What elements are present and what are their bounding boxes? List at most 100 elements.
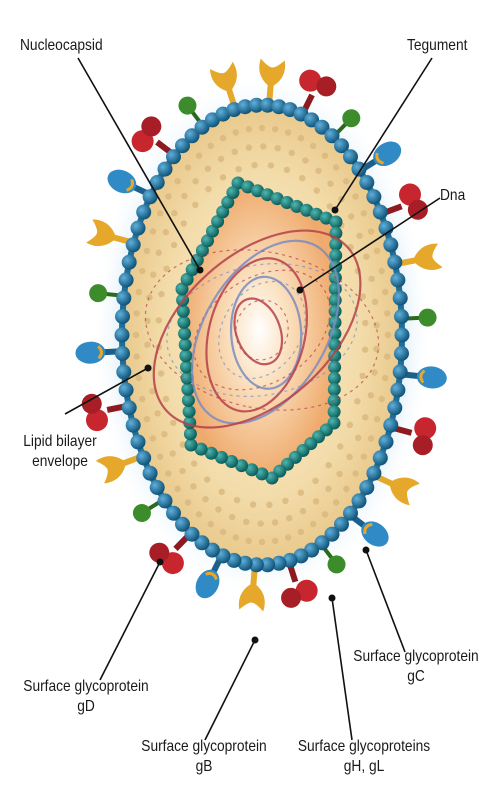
tegument-particle <box>346 454 352 460</box>
capsid-bead <box>179 349 192 362</box>
envelope-bead <box>126 237 141 252</box>
envelope-bead <box>366 189 381 204</box>
leader-dot-gb <box>252 637 259 644</box>
tegument-particle <box>156 317 162 323</box>
tegument-particle <box>161 431 167 437</box>
tegument-particle <box>233 129 239 135</box>
tegument-particle <box>272 519 278 525</box>
tegument-particle <box>136 375 142 381</box>
tegument-particle <box>268 162 274 168</box>
tegument-particle <box>196 511 202 517</box>
tegument-particle <box>218 156 224 162</box>
envelope-bead <box>359 175 374 190</box>
tegument-particle <box>139 396 145 402</box>
label-dna: Dna <box>440 186 465 206</box>
tegument-particle <box>337 443 343 449</box>
tegument-particle <box>220 135 226 141</box>
tegument-particle <box>362 320 368 326</box>
tegument-particle <box>289 150 295 156</box>
tegument-particle <box>150 228 156 234</box>
capsid-bead <box>330 216 343 229</box>
tegument-particle <box>382 375 388 381</box>
envelope-bead <box>116 364 131 379</box>
envelope-bead <box>352 493 367 508</box>
tegument-particle <box>181 193 187 199</box>
tegument-particle <box>372 299 378 305</box>
tegument-particle <box>233 534 239 540</box>
envelope-bead <box>366 466 381 481</box>
tegument-particle <box>144 248 150 254</box>
tegument-particle <box>175 486 181 492</box>
label-nucleocapsid: Nucleocapsid <box>20 36 103 56</box>
tegument-particle <box>302 157 308 163</box>
envelope-bead <box>115 346 130 361</box>
envelope-bead <box>387 255 402 270</box>
envelope-bead <box>393 291 408 306</box>
envelope-bead <box>387 400 402 415</box>
envelope-bead <box>131 434 146 449</box>
capsid-bead <box>328 372 341 385</box>
envelope-bead <box>390 273 405 288</box>
tegument-particle <box>362 346 368 352</box>
envelope-bead <box>394 309 409 324</box>
leader-dot-nucleocapsid <box>197 267 204 274</box>
tegument-particle <box>313 498 319 504</box>
envelope-bead <box>383 237 398 252</box>
tegument-particle <box>163 229 169 235</box>
tegument-particle <box>170 420 176 426</box>
label-glycoprotein-gc: Surface glycoprotein gC <box>342 647 490 687</box>
tegument-particle <box>355 435 361 441</box>
tegument-particle <box>275 145 281 151</box>
tegument-particle <box>258 520 264 526</box>
tegument-particle <box>322 153 328 159</box>
tegument-particle <box>371 369 377 375</box>
tegument-particle <box>368 276 374 282</box>
capsid-bead <box>179 338 192 351</box>
tegument-particle <box>368 392 374 398</box>
tegument-particle <box>343 486 349 492</box>
tegument-particle <box>361 454 367 460</box>
envelope-bead <box>379 434 394 449</box>
tegument-particle <box>165 470 171 476</box>
tegument-particle <box>181 220 187 226</box>
envelope-bead <box>343 149 358 164</box>
label-lipid-bilayer-envelope: Lipid bilayer envelope <box>17 432 103 472</box>
envelope-bead <box>383 418 398 433</box>
capsid-bead <box>183 405 196 418</box>
tegument-particle <box>310 143 316 149</box>
tegument-particle <box>347 422 353 428</box>
tegument-particle <box>259 539 265 545</box>
tegument-particle <box>196 153 202 159</box>
tegument-particle <box>185 164 191 170</box>
tegument-particle <box>150 272 156 278</box>
capsid-bead <box>328 405 341 418</box>
tegument-particle <box>352 193 358 199</box>
tegument-particle <box>235 166 241 172</box>
capsid-bead <box>178 327 191 340</box>
tegument-particle <box>185 499 191 505</box>
tegument-particle <box>282 498 288 504</box>
leader-dot-ghgl <box>329 595 336 602</box>
envelope-bead <box>136 450 151 465</box>
envelope-bead <box>131 221 146 236</box>
envelope-bead <box>395 328 410 343</box>
label-glycoproteins-gh-gl: Surface glycoproteins gH, gL <box>287 737 442 777</box>
leader-line-gc <box>366 550 405 652</box>
envelope-bead <box>373 450 388 465</box>
tegument-particle <box>379 396 385 402</box>
tegument-particle <box>325 486 331 492</box>
envelope-bead <box>390 383 405 398</box>
label-glycoprotein-gd: Surface glycoprotein gD <box>12 677 160 717</box>
tegument-particle <box>208 521 214 527</box>
tegument-particle <box>363 254 369 260</box>
capsid-bead <box>177 316 190 329</box>
tegument-particle <box>157 210 163 216</box>
tegument-particle <box>310 521 316 527</box>
tegument-particle <box>220 174 226 180</box>
envelope-bead <box>136 205 151 220</box>
capsid-bead <box>329 305 342 318</box>
tegument-particle <box>250 501 256 507</box>
tegument-particle <box>154 410 160 416</box>
envelope-bead <box>115 328 130 343</box>
tegument-particle <box>220 529 226 535</box>
